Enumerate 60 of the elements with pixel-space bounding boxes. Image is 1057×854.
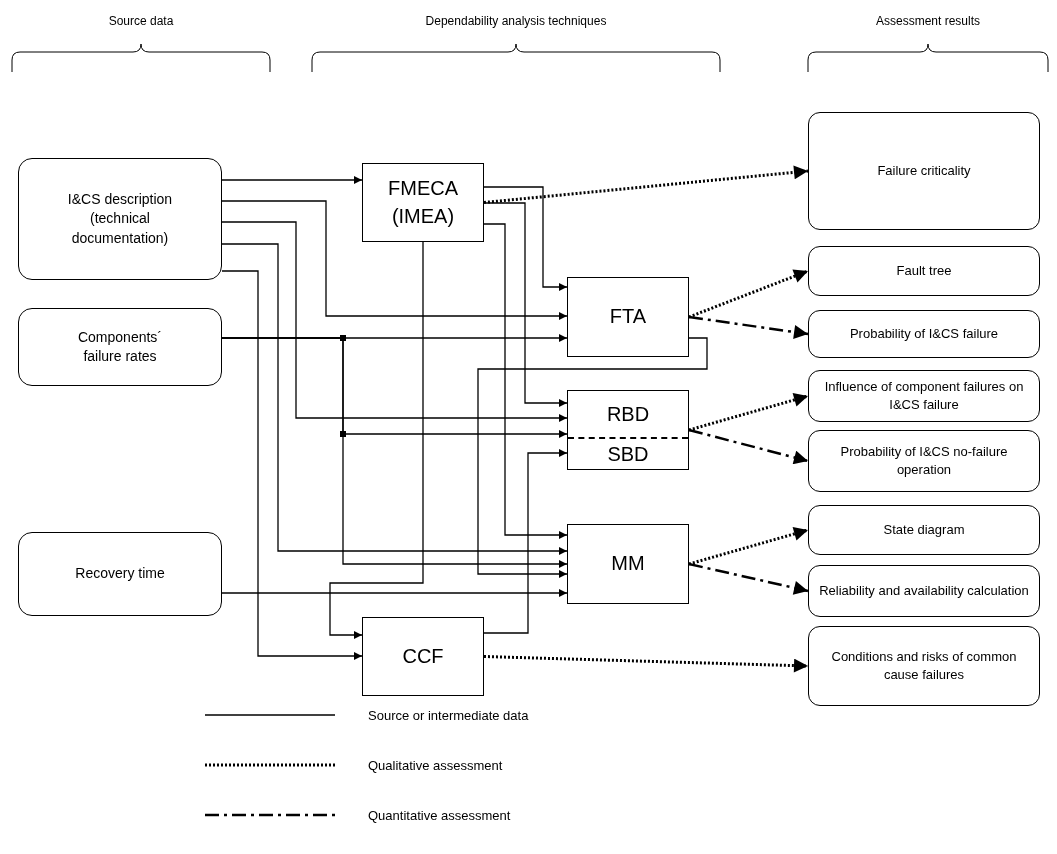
box-label: Fault tree <box>896 262 952 280</box>
column-heading: Source data <box>108 13 174 30</box>
box-label: Influence of component failures on I&CS failure <box>823 378 1025 414</box>
result-box <box>808 112 1040 230</box>
arrow <box>221 270 363 660</box>
arrow <box>483 223 568 539</box>
result-box <box>808 246 1040 296</box>
arrow <box>688 527 809 566</box>
arrow <box>221 221 568 422</box>
box-heading: SBD <box>607 441 649 467</box>
box-label: Conditions and risks of common cause failures <box>830 648 1018 684</box>
box-label: Probability of I&CS no-failure operation <box>839 443 1009 479</box>
source-data-box <box>18 308 222 386</box>
technique-box <box>362 617 484 696</box>
arrow <box>688 269 809 319</box>
arrow <box>483 655 809 673</box>
legend-label: Source or intermediate data <box>368 707 529 725</box>
source-data-box <box>18 532 222 616</box>
result-box <box>808 430 1040 492</box>
result-box <box>808 565 1040 617</box>
box-label: State diagram <box>883 521 965 539</box>
arrow <box>688 562 809 595</box>
box-label: MM <box>611 551 645 577</box>
result-box <box>808 626 1040 706</box>
result-box <box>808 310 1040 358</box>
arrow <box>221 243 568 555</box>
arrow <box>221 200 568 320</box>
legend-label: Qualitative assessment <box>368 757 503 775</box>
box-label: Failure criticality <box>877 162 971 180</box>
box-label: CCF <box>402 643 444 669</box>
box-label: Reliability and availability calculation <box>819 582 1029 600</box>
technique-box <box>362 163 484 242</box>
box-label: Recovery time <box>75 564 165 584</box>
box-heading: RBD <box>606 401 650 427</box>
technique-box <box>567 277 689 357</box>
arrow <box>221 176 363 184</box>
source-data-box <box>18 158 222 280</box>
arrow <box>688 428 809 465</box>
arrow <box>221 337 568 568</box>
arrow <box>483 165 809 204</box>
box-label: I&CS description (technical documentation) <box>66 190 174 248</box>
box-label: FTA <box>609 304 647 330</box>
arrow <box>477 337 708 578</box>
arrow <box>483 186 568 291</box>
technique-box <box>567 390 689 470</box>
arrow <box>688 315 809 339</box>
arrow <box>221 589 568 597</box>
result-box <box>808 505 1040 555</box>
legend-label: Quantitative assessment <box>368 807 511 825</box>
result-box <box>808 370 1040 422</box>
box-label: FMECA (IMEA) <box>387 176 459 229</box>
arrow <box>329 241 424 639</box>
arrow <box>483 202 568 407</box>
arrow <box>688 393 809 432</box>
box-label: Components´ failure rates <box>76 327 163 366</box>
column-heading: Assessment results <box>876 13 980 30</box>
column-heading: Dependability analysis techniques <box>425 13 607 30</box>
technique-box <box>567 524 689 604</box>
arrow <box>483 449 568 634</box>
box-label: Probability of I&CS failure <box>849 325 999 343</box>
